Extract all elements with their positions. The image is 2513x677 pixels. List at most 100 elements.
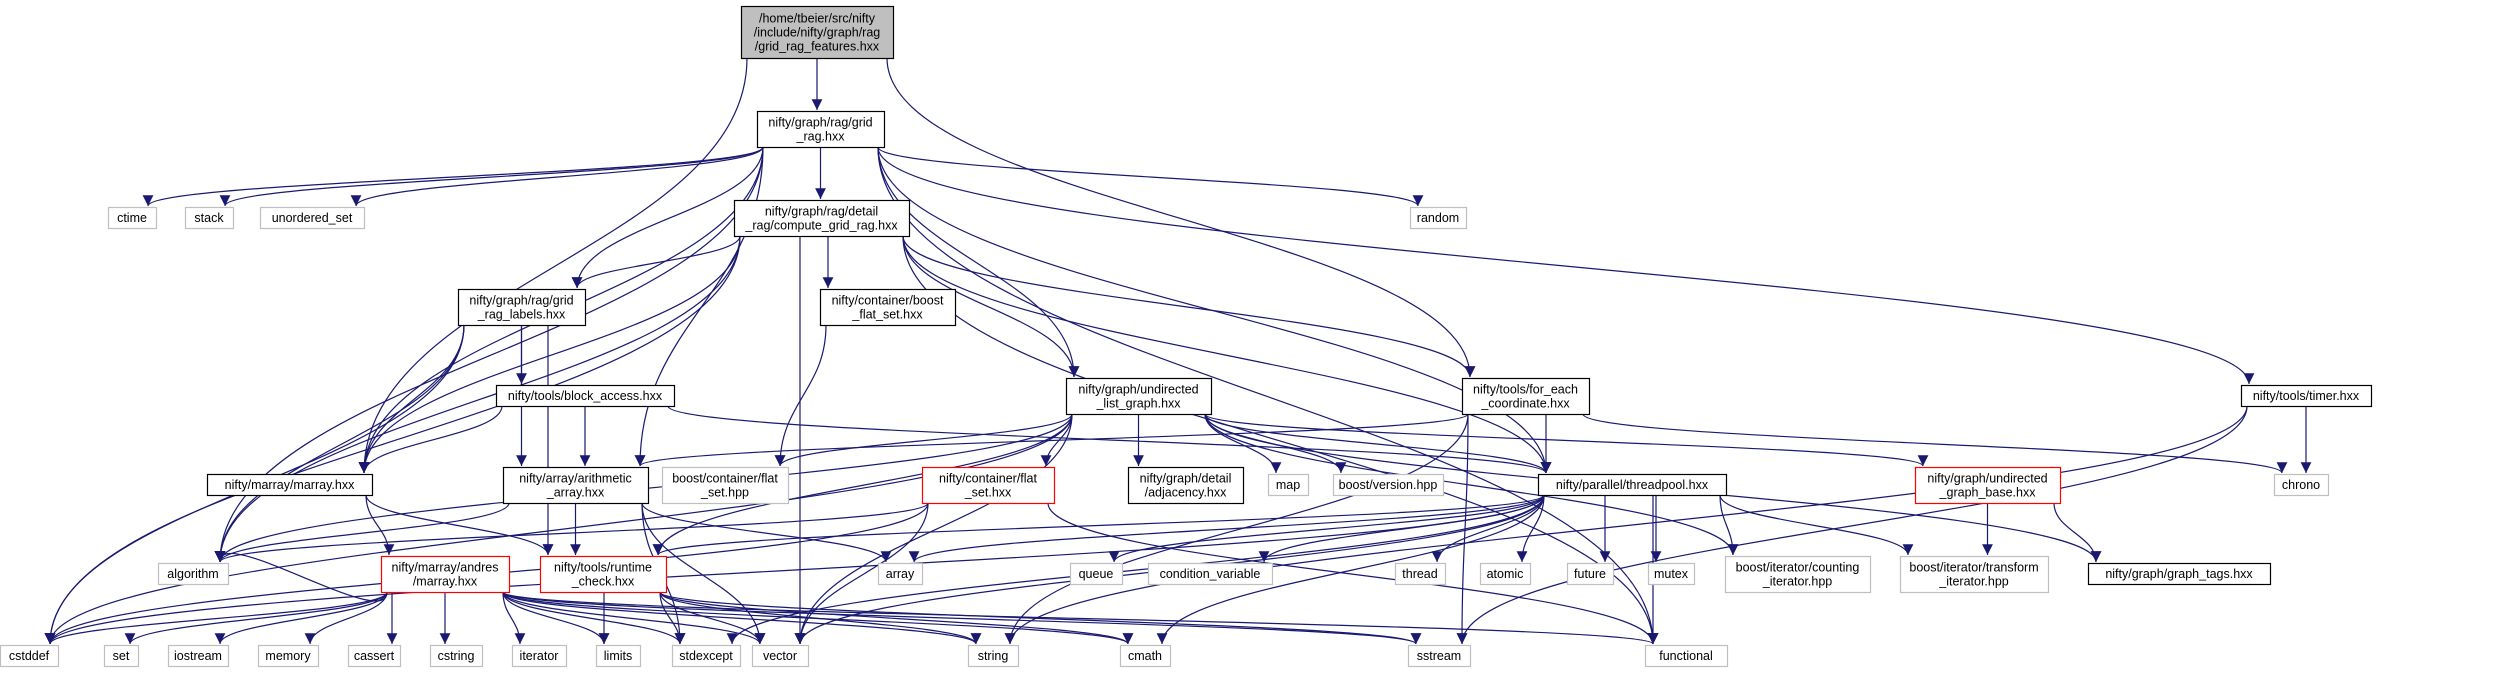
node-box — [2240, 384, 2373, 408]
node-iostream: iostream — [167, 644, 230, 668]
edge-grid_rag-to-stack — [219, 146, 764, 207]
node-graph-tags[interactable]: nifty/graph/graph_tags.hxx — [2087, 562, 2272, 586]
node-cmath: cmath — [1119, 644, 1172, 668]
nodes-layer: /home/tbeier/src/nifty/include/nifty/gra… — [0, 5, 2373, 668]
edge-line — [659, 591, 1134, 645]
node-box — [1537, 473, 1728, 497]
edge-line — [214, 324, 465, 563]
edge-arithmetic_array-to-vector — [641, 502, 766, 645]
node-boost-flat-set[interactable]: nifty/container/boost_flat_set.hxx — [819, 288, 957, 327]
node-block-access[interactable]: nifty/tools/block_access.hxx — [495, 384, 676, 408]
edge-line — [1719, 494, 1739, 556]
node-label-line: /include/nifty/graph/rag — [754, 26, 881, 40]
node-box — [495, 384, 676, 408]
node-box — [877, 562, 924, 586]
edge-line — [502, 591, 526, 645]
node-label-line: _rag/compute_grid_rag.hxx — [744, 219, 898, 233]
node-for-each-coordinate[interactable]: nifty/tools/for_each_coordinate.hxx — [1461, 377, 1591, 416]
node-random: random — [1409, 206, 1468, 230]
node-label-line: iostream — [174, 649, 222, 663]
node-andres-marray[interactable]: nifty/marray/andres/marray.hxx — [380, 555, 511, 594]
node-grid-rag[interactable]: nifty/graph/rag/grid_rag.hxx — [756, 110, 886, 149]
edge-line — [877, 146, 1424, 207]
node-ctime: ctime — [107, 206, 158, 230]
node-box — [257, 644, 320, 668]
node-compute-grid-rag[interactable]: nifty/graph/rag/detail_rag/compute_grid_… — [733, 199, 911, 238]
node-adjacency[interactable]: nifty/graph/detail/adjacency.hxx — [1127, 466, 1245, 505]
edge-runtime_check-to-cmath — [659, 591, 1134, 645]
node-arithmetic-array[interactable]: nifty/array/arithmetic_array.hxx — [502, 466, 650, 505]
edge-line — [502, 591, 982, 645]
edge-runtime_check-to-vector — [659, 591, 766, 645]
node-label-line: algorithm — [167, 567, 218, 581]
node-box — [539, 555, 668, 594]
node-label-line: nifty/graph/undirected — [1078, 383, 1198, 397]
node-timer[interactable]: nifty/tools/timer.hxx — [2240, 384, 2373, 408]
node-box — [1394, 562, 1447, 586]
edge-line — [1719, 494, 1914, 556]
node-label-line: nifty/parallel/threadpool.hxx — [1556, 478, 1709, 492]
node-container-flat-set[interactable]: nifty/container/flat_set.hxx — [921, 466, 1056, 505]
edge-grid_rag-to-ctime — [142, 146, 764, 207]
edge-for_each_coordinate-to-string — [1004, 413, 1469, 645]
node-runtime-check[interactable]: nifty/tools/runtime_check.hxx — [539, 555, 668, 594]
node-label-line: nifty/array/arithmetic — [519, 472, 632, 486]
node-grid-rag-labels[interactable]: nifty/graph/rag/grid_rag_labels.hxx — [457, 288, 587, 327]
edge-line — [902, 235, 1552, 474]
node-label-line: _list_graph.hxx — [1095, 397, 1181, 411]
node-box — [1409, 206, 1468, 230]
node-label-line: unordered_set — [272, 211, 353, 225]
node-label-line: _check.hxx — [571, 575, 635, 589]
node-counting-iterator: boost/iterator/counting_iterator.hpp — [1724, 555, 1872, 594]
node-thread: thread — [1394, 562, 1447, 586]
node-box — [1479, 562, 1532, 586]
edge-undirected_list_graph-to-boost_container_flat_set — [774, 413, 1073, 467]
edge-line — [659, 591, 686, 645]
edge-root-to-marray — [358, 57, 748, 474]
node-label-line: nifty/tools/runtime — [554, 561, 652, 575]
node-box — [1566, 562, 1615, 586]
edge-line — [1204, 413, 1929, 467]
edge-line — [214, 502, 510, 563]
edge-container_flat_set-to-functional — [1047, 502, 1659, 645]
node-label-line: nifty/graph/rag/grid — [469, 294, 573, 308]
edge-grid_rag-to-timer — [877, 146, 2255, 385]
node-box — [157, 562, 230, 586]
node-root[interactable]: /home/tbeier/src/nifty/include/nifty/gra… — [740, 5, 895, 60]
node-label-line: string — [978, 649, 1009, 663]
edge-compute_grid_rag-to-algorithm — [214, 235, 741, 563]
edge-compute_grid_rag-to-grid_rag_labels — [571, 235, 741, 289]
node-marray[interactable]: nifty/marray/marray.hxx — [206, 473, 374, 497]
node-box — [751, 644, 810, 668]
edge-line — [1516, 494, 1545, 563]
node-map: map — [1267, 473, 1310, 497]
node-label-line: map — [1276, 478, 1300, 492]
node-box — [107, 206, 158, 230]
edge-line — [908, 494, 1545, 563]
node-label-line: _set.hxx — [964, 486, 1012, 500]
edge-threadpool-to-runtime_check — [652, 494, 1545, 556]
node-box — [1914, 466, 2062, 505]
edge-line — [726, 494, 1545, 645]
edge-undirected_list_graph-to-threadpool — [1204, 413, 1552, 474]
edge-grid_rag-to-random — [877, 146, 1424, 207]
edge-line — [365, 494, 395, 556]
node-undirected-list-graph[interactable]: nifty/graph/undirected_list_graph.hxx — [1065, 377, 1213, 416]
node-threadpool[interactable]: nifty/parallel/threadpool.hxx — [1537, 473, 1728, 497]
edge-line — [502, 591, 686, 645]
edge-line — [652, 413, 1073, 556]
edge-line — [358, 57, 748, 474]
node-box — [1127, 466, 1245, 505]
edge-undirected_list_graph-to-counting_iterator — [1204, 413, 1739, 556]
edge-compute_grid_rag-to-for_each_coordinate — [902, 235, 1476, 378]
node-label-line: future — [1574, 567, 1606, 581]
edge-arithmetic_array-to-algorithm — [214, 502, 510, 563]
node-box — [2273, 473, 2330, 497]
node-transform-iterator: boost/iterator/transform_iterator.hpp — [1899, 555, 2050, 594]
node-box — [167, 644, 230, 668]
node-undirected-graph-base[interactable]: nifty/graph/undirected_graph_base.hxx — [1914, 466, 2062, 505]
edge-line — [641, 502, 892, 563]
node-mutex: mutex — [1647, 562, 1696, 586]
node-label-line: _rag_labels.hxx — [477, 308, 566, 322]
